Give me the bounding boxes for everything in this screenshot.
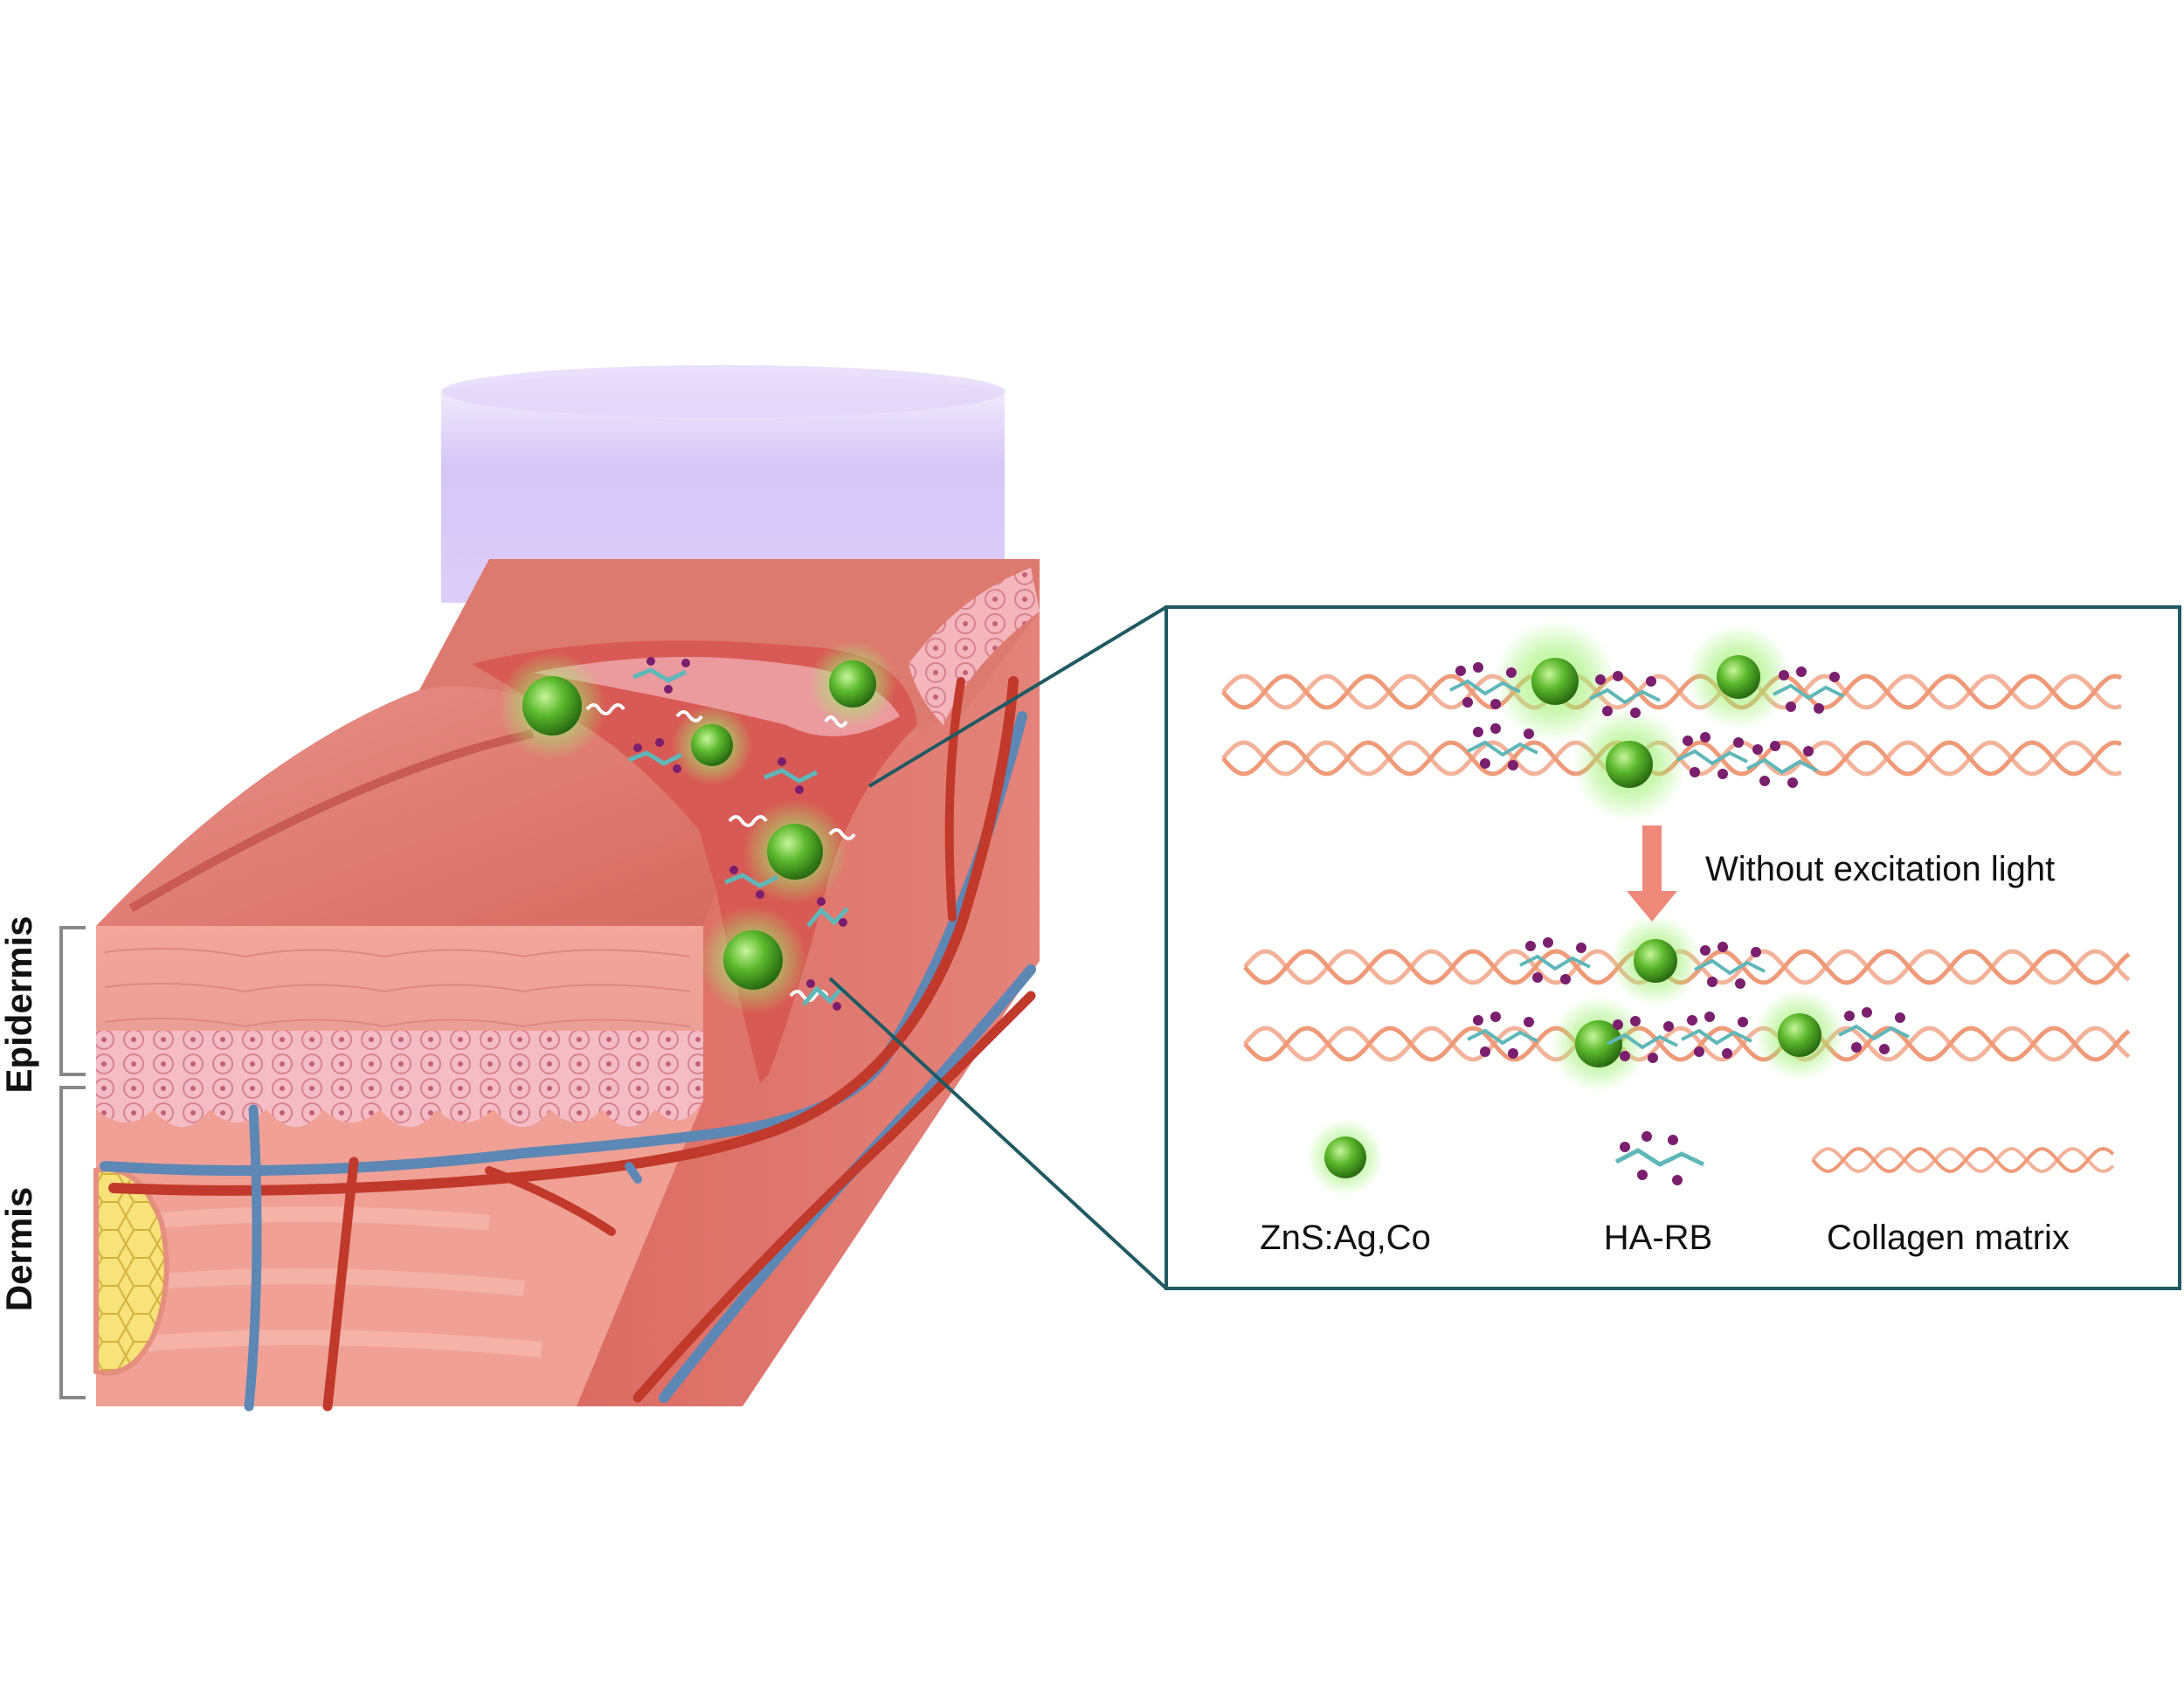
nanoparticle bbox=[1686, 625, 1791, 729]
nanoparticle bbox=[809, 640, 896, 728]
arrow-caption: Without excitation light bbox=[1705, 850, 2055, 888]
nanoparticle-icon bbox=[1307, 1119, 1384, 1196]
legend-label-nanoparticle: ZnS:Ag,Co bbox=[1260, 1219, 1431, 1257]
excitation-light-top bbox=[442, 365, 1005, 418]
nanoparticle bbox=[1551, 996, 1647, 1092]
nanoparticle bbox=[1572, 708, 1686, 821]
epidermis-label: Epidermis bbox=[0, 915, 39, 1093]
inset-panel: Without excitation light ZnS:Ag,Co HA-RB bbox=[1166, 607, 2180, 1288]
dermis-bracket bbox=[61, 1088, 86, 1398]
nanoparticle bbox=[699, 906, 807, 1014]
nanoparticle bbox=[1610, 915, 1701, 1006]
nanoparticle bbox=[672, 705, 752, 785]
epidermis-basal-layer bbox=[96, 1031, 703, 1127]
dermis-label: Dermis bbox=[0, 1187, 39, 1311]
nanoparticle bbox=[1754, 990, 1845, 1081]
epidermis-bracket bbox=[61, 928, 86, 1074]
nanoparticle bbox=[743, 799, 847, 904]
legend-label-collagen: Collagen matrix bbox=[1827, 1219, 2070, 1257]
legend-label-ha-rb: HA-RB bbox=[1604, 1219, 1712, 1257]
